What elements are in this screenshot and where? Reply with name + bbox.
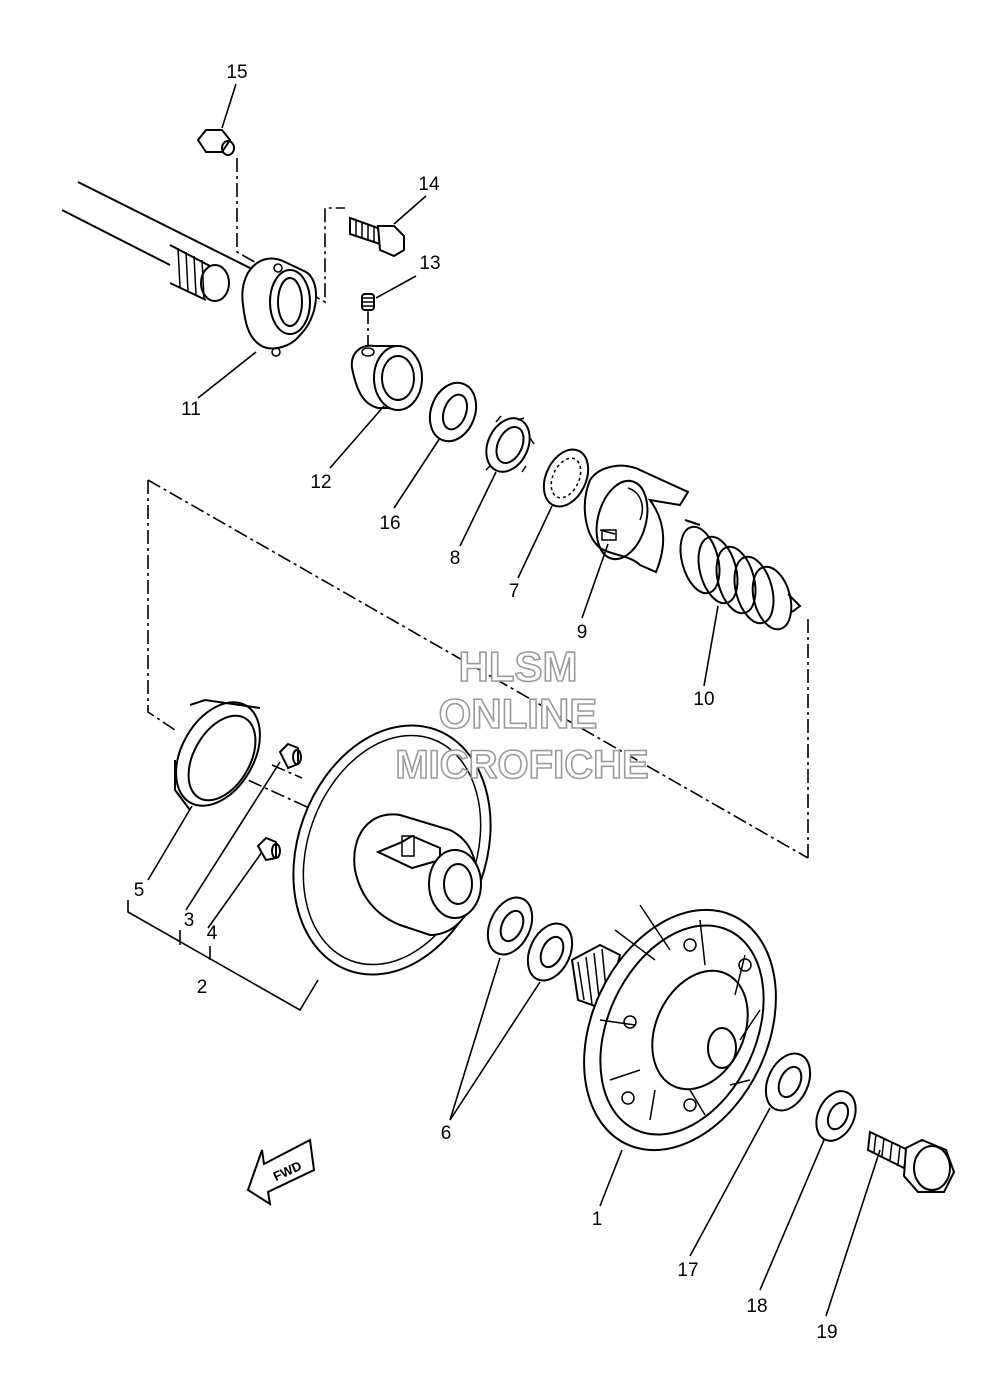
part-7-lock-washer	[542, 448, 590, 508]
callout-17: 17	[677, 1260, 698, 1281]
part-10-spring	[679, 519, 802, 631]
part-4-screw	[256, 836, 281, 862]
part-6-spacers	[486, 896, 574, 982]
part-15-nut	[196, 129, 235, 156]
watermark-line-2: ONLINE	[439, 690, 598, 737]
callout-labels: 15 14 13 11 12 16 8 7 9 10 5 3 4 2 6 1 1…	[134, 62, 838, 1343]
callout-2: 2	[197, 977, 208, 998]
callout-15: 15	[226, 62, 247, 83]
part-1-spider	[570, 904, 777, 1152]
callout-3: 3	[184, 910, 195, 931]
shaft-axis-lines	[61, 158, 369, 350]
watermark-line-3: MICROFICHE	[395, 743, 648, 787]
callout-5: 5	[134, 880, 145, 901]
part-11-shaft-flange	[169, 244, 318, 357]
leader-lines	[127, 83, 881, 1317]
callout-4: 4	[207, 923, 218, 944]
callout-11: 11	[181, 399, 201, 420]
callout-16: 16	[379, 513, 400, 534]
part-13-screw	[361, 293, 375, 311]
callout-8: 8	[450, 548, 461, 569]
callout-1: 1	[592, 1209, 603, 1230]
part-12-collar	[350, 344, 423, 411]
part-8-nut-ring	[485, 415, 535, 473]
callout-10: 10	[693, 689, 714, 710]
callout-6: 6	[441, 1123, 452, 1144]
callout-13: 13	[419, 253, 440, 274]
part-14-bolt	[349, 216, 405, 258]
callout-7: 7	[509, 581, 520, 602]
fwd-arrow-icon: FWD	[246, 1138, 316, 1207]
watermark: HLSM ONLINE MICROFICHE	[395, 642, 650, 788]
part-18-washer	[815, 1090, 857, 1142]
assembly-chain-line	[147, 479, 809, 859]
part-3-fitting	[278, 742, 302, 770]
part-2-sheave	[292, 724, 492, 976]
callout-12: 12	[310, 472, 331, 493]
part-9-cam	[583, 464, 690, 574]
callout-19: 19	[816, 1322, 837, 1343]
part-19-bolt	[866, 1130, 956, 1193]
callout-14: 14	[418, 174, 440, 195]
part-5-ring	[174, 698, 261, 811]
callout-9: 9	[577, 622, 588, 643]
part-16-washer	[428, 381, 478, 443]
part-17-washer	[764, 1052, 812, 1112]
watermark-line-1: HLSM	[459, 643, 578, 690]
callout-18: 18	[746, 1296, 767, 1317]
